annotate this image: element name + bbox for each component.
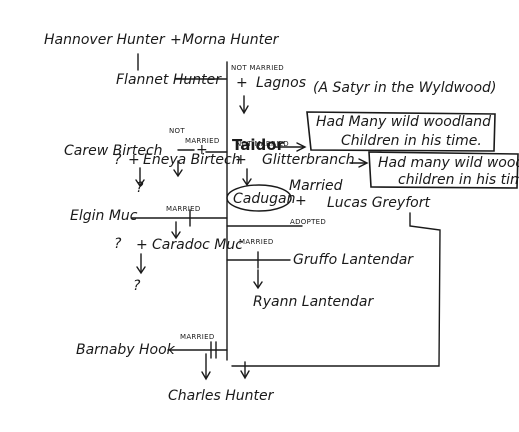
label-married-cadugan: Married (289, 178, 343, 194)
name-taidor: Taidor (232, 136, 285, 154)
name-lagnos: Lagnos (256, 75, 306, 91)
name-barnaby-hook: Barnaby Hook (76, 342, 176, 358)
plus-sign: + (128, 152, 140, 168)
name-gruffo-lantendar: Gruffo Lantendar (293, 252, 414, 268)
name-charles-hunter: Charles Hunter (168, 388, 275, 404)
name-cadugan: Cadugan (233, 191, 295, 207)
label-not: NOT (169, 127, 185, 135)
connector-lines (131, 53, 441, 381)
name-glitterbranch: Glitterbranch (262, 152, 355, 168)
note-taidor-line2: Children in his time. (341, 133, 482, 149)
note-box-taidor (306, 111, 496, 152)
plus-sign: + (196, 142, 208, 158)
name-elgin-muc: Elgin Muc (70, 208, 138, 224)
note-glitterbranch-line2: children in his time (398, 172, 519, 188)
name-flannet-hunter: Flannet Hunter (116, 72, 222, 88)
label-married: MARRIED (239, 238, 274, 246)
name-eneya-birtech: Eneya Birtech (143, 152, 241, 168)
plus-sign: + (236, 75, 248, 91)
note-lagnos-satyr: (A Satyr in the Wyldwood) (313, 80, 496, 96)
note-box-glitterbranch (368, 151, 519, 189)
label-married: MARRIED (166, 205, 201, 213)
name-caradoc-muc: Caradoc Muc (152, 237, 243, 253)
plus-sign: + (136, 237, 148, 253)
name-hannover-hunter: Hannover Hunter (44, 32, 166, 48)
name-lucas-greyfort: Lucas Greyfort (327, 195, 430, 211)
plus-sign: + (235, 152, 247, 168)
unknown-question-mark: ? (136, 180, 144, 196)
name-morna-hunter: Morna Hunter (182, 32, 280, 48)
label-married-word: MARRIED (185, 137, 220, 145)
plus-sign: + (295, 193, 307, 209)
plus-sign: + (170, 32, 182, 48)
unknown-question-mark: ? (133, 278, 141, 294)
name-ryann-lantendar: Ryann Lantendar (253, 294, 374, 310)
label-not-married: NOT MARRIED (236, 140, 289, 148)
note-glitterbranch-line1: Had many wild woodland (378, 155, 519, 171)
label-not-married: NOT MARRIED (231, 64, 284, 72)
name-carew-birtech: Carew Birtech (64, 143, 163, 159)
unknown-question-mark: ? (114, 152, 122, 168)
label-married: MARRIED (180, 333, 215, 341)
note-taidor-line1: Had Many wild woodland (316, 114, 491, 130)
unknown-question-mark: ? (114, 236, 122, 252)
label-adopted: ADOPTED (290, 218, 326, 226)
